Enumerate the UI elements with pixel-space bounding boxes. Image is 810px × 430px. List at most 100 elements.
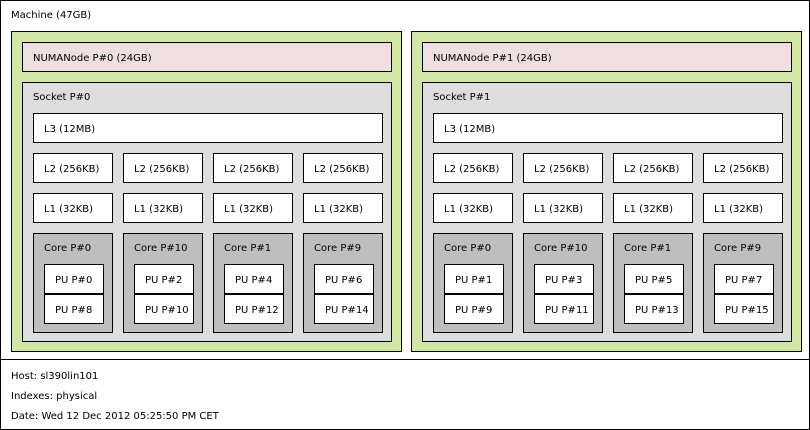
processing-unit: PU P#0 [44, 264, 104, 294]
l2-cache-label: L2 (256KB) [314, 164, 370, 175]
processing-unit: PU P#8 [44, 294, 104, 324]
processing-unit: PU P#2 [134, 264, 194, 294]
l1-cache-label: L1 (32KB) [44, 204, 94, 215]
machine-box: Machine (47GB) NUMANode P#0 (24GB) Socke… [0, 0, 810, 360]
machine-label: Machine (47GB) [11, 10, 92, 21]
numa-node-1: NUMANode P#1 (24GB) [422, 42, 792, 72]
core-label: Core P#1 [624, 243, 672, 254]
l2-cache: L2 (256KB) [523, 153, 603, 183]
l1-cache-label: L1 (32KB) [444, 204, 494, 215]
socket-label: Socket P#0 [33, 92, 91, 103]
core-label: Core P#9 [714, 243, 762, 254]
numa-node-label: NUMANode P#0 (24GB) [33, 53, 152, 64]
l2-cache-label: L2 (256KB) [444, 164, 500, 175]
l1-cache: L1 (32KB) [433, 193, 513, 223]
processing-unit: PU P#11 [534, 294, 594, 324]
l2-cache: L2 (256KB) [213, 153, 293, 183]
l2-cache-label: L2 (256KB) [624, 164, 680, 175]
processing-unit: PU P#4 [224, 264, 284, 294]
l1-cache-label: L1 (32KB) [224, 204, 274, 215]
legend-box: Host: sl390lin101 Indexes: physical Date… [0, 359, 810, 430]
legend-indexes: Indexes: physical [11, 391, 98, 402]
core: Core P#9 PU P#6 PU P#14 [303, 233, 383, 333]
core-label: Core P#0 [44, 243, 92, 254]
processing-unit: PU P#6 [314, 264, 374, 294]
l3-cache-label: L3 (12MB) [44, 124, 96, 135]
l2-cache-label: L2 (256KB) [714, 164, 770, 175]
package-0: NUMANode P#0 (24GB) Socket P#0 L3 (12MB)… [11, 31, 402, 352]
l1-cache: L1 (32KB) [33, 193, 113, 223]
core-label: Core P#0 [444, 243, 492, 254]
pu-label: PU P#6 [325, 275, 363, 286]
l1-cache: L1 (32KB) [613, 193, 693, 223]
pu-label: PU P#4 [235, 275, 273, 286]
processing-unit: PU P#3 [534, 264, 594, 294]
pu-label: PU P#5 [635, 275, 673, 286]
l2-cache: L2 (256KB) [613, 153, 693, 183]
l3-cache-label: L3 (12MB) [444, 124, 496, 135]
pu-label: PU P#10 [145, 305, 189, 316]
pu-label: PU P#9 [455, 305, 493, 316]
l2-cache: L2 (256KB) [303, 153, 383, 183]
legend-host: Host: sl390lin101 [11, 371, 99, 382]
l1-cache: L1 (32KB) [303, 193, 383, 223]
pu-label: PU P#8 [55, 305, 93, 316]
core-label: Core P#9 [314, 243, 362, 254]
processing-unit: PU P#10 [134, 294, 194, 324]
pu-label: PU P#12 [235, 305, 279, 316]
l1-cache: L1 (32KB) [123, 193, 203, 223]
core: Core P#1 PU P#4 PU P#12 [213, 233, 293, 333]
socket-label: Socket P#1 [433, 92, 491, 103]
pu-label: PU P#1 [455, 275, 493, 286]
l2-cache-label: L2 (256KB) [224, 164, 280, 175]
pu-label: PU P#11 [545, 305, 589, 316]
pu-label: PU P#0 [55, 275, 93, 286]
l3-cache: L3 (12MB) [33, 113, 383, 143]
pu-label: PU P#7 [725, 275, 763, 286]
core: Core P#10 PU P#2 PU P#10 [123, 233, 203, 333]
l2-cache: L2 (256KB) [123, 153, 203, 183]
numa-node-label: NUMANode P#1 (24GB) [433, 53, 552, 64]
legend-date: Date: Wed 12 Dec 2012 05:25:50 PM CET [11, 411, 219, 422]
l1-cache: L1 (32KB) [703, 193, 783, 223]
core-label: Core P#1 [224, 243, 272, 254]
l1-cache-label: L1 (32KB) [534, 204, 584, 215]
socket-1: Socket P#1 L3 (12MB) L2 (256KB) L2 (256K… [422, 82, 792, 342]
l2-cache: L2 (256KB) [703, 153, 783, 183]
core: Core P#1 PU P#5 PU P#13 [613, 233, 693, 333]
core: Core P#9 PU P#7 PU P#15 [703, 233, 783, 333]
core: Core P#0 PU P#1 PU P#9 [433, 233, 513, 333]
core-label: Core P#10 [534, 243, 588, 254]
processing-unit: PU P#15 [714, 294, 774, 324]
l1-cache: L1 (32KB) [213, 193, 293, 223]
l1-cache-label: L1 (32KB) [134, 204, 184, 215]
processing-unit: PU P#14 [314, 294, 374, 324]
core-label: Core P#10 [134, 243, 188, 254]
numa-node-0: NUMANode P#0 (24GB) [22, 42, 392, 72]
l2-cache-label: L2 (256KB) [534, 164, 590, 175]
l1-cache-label: L1 (32KB) [714, 204, 764, 215]
pu-label: PU P#2 [145, 275, 183, 286]
socket-0: Socket P#0 L3 (12MB) L2 (256KB) L2 (256K… [22, 82, 392, 342]
l2-cache: L2 (256KB) [33, 153, 113, 183]
l3-cache: L3 (12MB) [433, 113, 783, 143]
core: Core P#10 PU P#3 PU P#11 [523, 233, 603, 333]
l2-cache-label: L2 (256KB) [134, 164, 190, 175]
processing-unit: PU P#1 [444, 264, 504, 294]
pu-label: PU P#15 [725, 305, 769, 316]
core: Core P#0 PU P#0 PU P#8 [33, 233, 113, 333]
l2-cache-label: L2 (256KB) [44, 164, 100, 175]
processing-unit: PU P#5 [624, 264, 684, 294]
l1-cache: L1 (32KB) [523, 193, 603, 223]
package-1: NUMANode P#1 (24GB) Socket P#1 L3 (12MB)… [411, 31, 802, 352]
processing-unit: PU P#13 [624, 294, 684, 324]
l2-cache: L2 (256KB) [433, 153, 513, 183]
pu-label: PU P#3 [545, 275, 583, 286]
l1-cache-label: L1 (32KB) [314, 204, 364, 215]
processing-unit: PU P#12 [224, 294, 284, 324]
processing-unit: PU P#9 [444, 294, 504, 324]
l1-cache-label: L1 (32KB) [624, 204, 674, 215]
pu-label: PU P#13 [635, 305, 679, 316]
pu-label: PU P#14 [325, 305, 369, 316]
processing-unit: PU P#7 [714, 264, 774, 294]
